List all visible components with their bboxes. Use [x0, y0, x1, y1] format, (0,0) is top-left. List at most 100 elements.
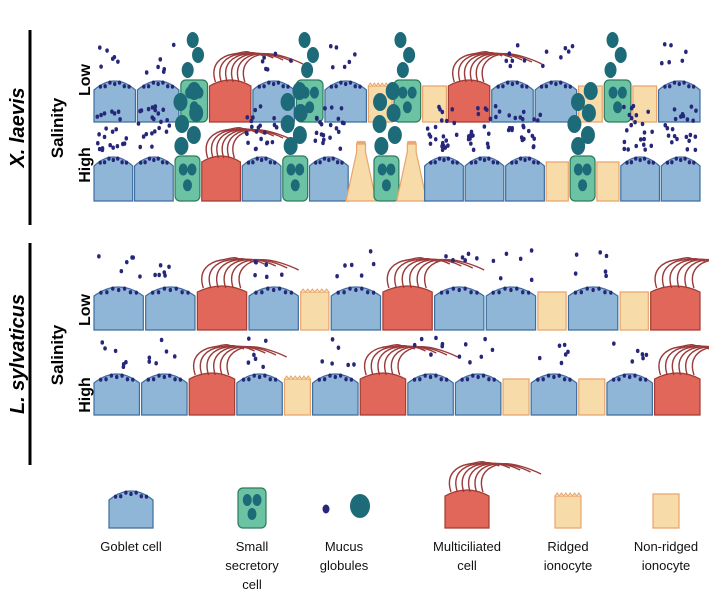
mucus-globule-small — [314, 130, 319, 136]
cilium — [231, 52, 284, 83]
mucus-globule-small — [604, 253, 609, 259]
mucus-globule-small — [634, 143, 639, 149]
mucus-globule-small — [270, 139, 275, 145]
intracellular-mucus-granule — [111, 286, 115, 291]
secretory-granule — [377, 163, 387, 176]
mucus-globule-small — [167, 264, 171, 269]
intracellular-mucus-granule — [147, 156, 152, 161]
secretory-granule — [407, 86, 417, 99]
intracellular-mucus-granule — [585, 286, 589, 291]
mucus-globule-small — [150, 144, 154, 149]
mucus-globule-small — [468, 360, 472, 365]
mucus-globule-small — [675, 136, 679, 142]
intracellular-mucus-granule — [515, 286, 519, 291]
intracellular-mucus-granule — [579, 290, 584, 295]
intracellular-mucus-granule — [663, 84, 667, 89]
goblet-cell — [324, 80, 368, 123]
intracellular-mucus-granule — [340, 160, 344, 165]
intracellular-mucus-granule — [116, 287, 121, 293]
intracellular-mucus-granule — [113, 494, 118, 499]
intracellular-mucus-granule — [526, 290, 531, 295]
mucus-globule-small — [108, 143, 112, 148]
intracellular-mucus-granule — [156, 156, 160, 161]
intracellular-mucus-granule — [457, 287, 461, 293]
intracellular-mucus-granule — [475, 290, 479, 295]
mucus-globule-small — [486, 145, 491, 150]
mucus-globule-small — [121, 141, 125, 147]
intracellular-mucus-granule — [525, 84, 529, 89]
goblet-cell — [248, 286, 299, 331]
secretory-granule — [309, 86, 319, 99]
mucus-globule-small — [139, 108, 144, 113]
intracellular-mucus-granule — [267, 80, 271, 85]
cilium — [669, 258, 709, 289]
intracellular-mucus-granule — [418, 377, 422, 382]
mucus-globule-small — [441, 143, 446, 149]
mucus-globule-small — [693, 147, 698, 153]
mucus-globule-small — [544, 49, 549, 54]
mucus-globule-small — [429, 352, 433, 357]
mucus-globule-large — [292, 126, 307, 144]
intracellular-mucus-granule — [338, 373, 343, 378]
mucus-globule-small — [433, 124, 438, 130]
mucus-globule-small — [346, 362, 350, 368]
small-secretory-cell — [603, 79, 632, 123]
intracellular-mucus-granule — [471, 373, 475, 378]
intracellular-mucus-granule — [445, 290, 450, 295]
cilium — [231, 258, 288, 289]
mucus-globule-large — [292, 82, 307, 100]
mucus-globule-small — [629, 122, 634, 128]
intracellular-mucus-granule — [627, 374, 632, 380]
mucus-globule-small — [470, 133, 474, 138]
mucus-globule-small — [259, 136, 263, 142]
mucus-globule-small — [471, 147, 476, 153]
mucus-globule-small — [371, 261, 376, 267]
legend-item-goblet: Goblet cell — [100, 490, 162, 554]
mucus-globule-small — [612, 341, 616, 346]
mucus-globule-small — [469, 141, 473, 146]
mucus-globule-small — [353, 52, 357, 57]
mucus-globule-small — [669, 43, 673, 48]
intracellular-mucus-granule — [683, 156, 687, 161]
multiciliated-cell — [201, 155, 242, 202]
mucus-globule-small — [146, 106, 151, 112]
mucus-globule-small — [457, 354, 462, 359]
nonridged-ionocyte — [652, 493, 680, 529]
cilium — [676, 258, 709, 289]
mucus-globule-small — [265, 67, 270, 72]
intracellular-mucus-granule — [318, 160, 322, 165]
mucus-globule-small — [136, 121, 141, 126]
intracellular-mucus-granule — [160, 160, 165, 165]
intracellular-mucus-granule — [687, 160, 692, 165]
intracellular-mucus-granule — [116, 156, 120, 161]
mucus-globule-small — [688, 132, 693, 138]
mucus-globule-small — [684, 49, 688, 55]
goblet-cell — [620, 156, 661, 202]
intracellular-mucus-granule — [333, 374, 338, 380]
intracellular-mucus-granule — [527, 156, 532, 161]
cilium — [206, 345, 255, 376]
intracellular-mucus-granule — [446, 156, 451, 161]
cilium — [238, 258, 299, 289]
mucus-globule-small — [254, 129, 259, 134]
mucus-globule-small — [272, 122, 277, 128]
intracellular-mucus-granule — [246, 160, 251, 165]
mucus-globule-small — [116, 109, 121, 114]
mucus-globule-large — [394, 32, 407, 48]
mucus-globule-large — [189, 104, 204, 122]
intracellular-mucus-granule — [289, 290, 294, 295]
mucus-globule-small — [482, 124, 487, 129]
mucus-globule-small — [262, 55, 266, 60]
intracellular-mucus-granule — [678, 157, 683, 163]
mucus-globule-small — [622, 104, 626, 110]
mucus-globule-small — [529, 248, 534, 253]
intracellular-mucus-granule — [469, 160, 474, 165]
mucus-globule-small — [437, 104, 441, 110]
mucus-globule-small — [151, 116, 156, 122]
small-secretory-cell — [174, 155, 201, 202]
intracellular-mucus-granule — [539, 84, 544, 89]
mucus-globule-small — [330, 361, 334, 366]
ridged-ionocyte — [345, 143, 377, 202]
intracellular-mucus-granule — [327, 157, 331, 163]
intracellular-mucus-granule — [444, 377, 449, 382]
